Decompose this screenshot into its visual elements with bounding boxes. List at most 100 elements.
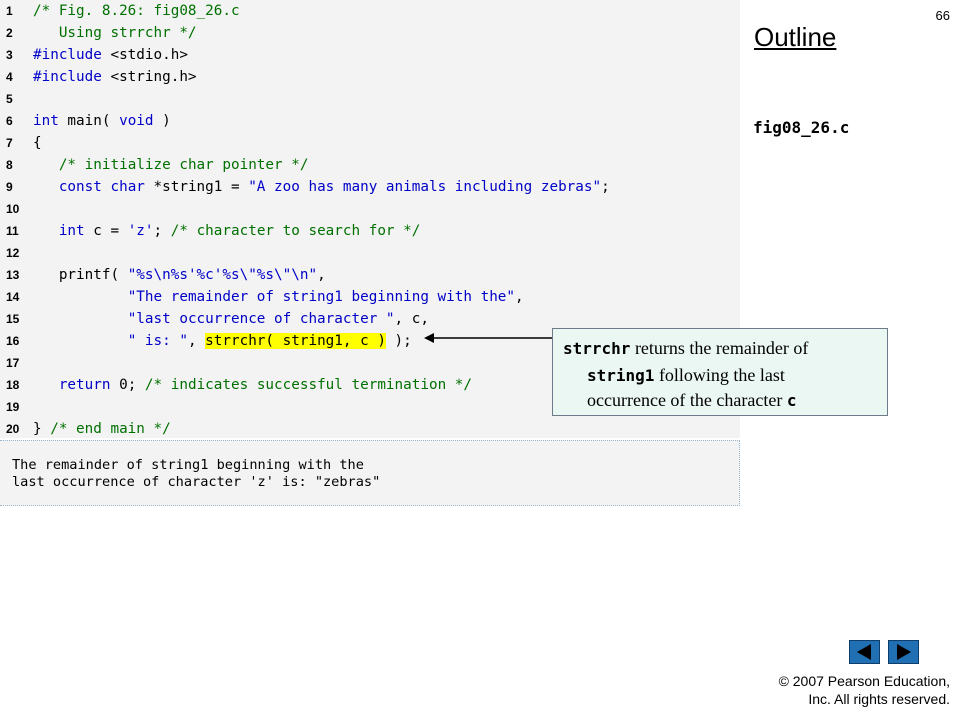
code-text: int main( void )	[33, 110, 171, 132]
previous-slide-button[interactable]	[849, 640, 880, 664]
callout-text-2: following the last	[654, 365, 785, 385]
code-token: printf(	[33, 267, 128, 283]
code-token: " is: "	[127, 333, 188, 349]
code-listing: 1 /* Fig. 8.26: fig08_26.c 2 Using strrchr…	[0, 0, 740, 438]
highlighted-call: strrchr( string1, c )	[205, 333, 386, 349]
line-number: 10	[6, 202, 20, 216]
code-token: <stdio.h>	[110, 47, 188, 63]
line-number: 20	[6, 422, 20, 436]
output-line-1: The remainder of string1 beginning with …	[12, 457, 364, 473]
code-line: 12	[0, 242, 740, 264]
line-number: 13	[6, 268, 20, 282]
code-text: printf( "%s\n%s'%c'%s\"%s\"\n",	[33, 264, 326, 286]
code-token: *string1 =	[144, 179, 249, 195]
code-text: #include <stdio.h>	[33, 44, 188, 66]
callout-text-3: occurrence of the character	[587, 390, 787, 410]
code-token: int	[33, 113, 59, 129]
callout-term-strrchr: strrchr	[563, 339, 631, 358]
slide-number: 66	[935, 8, 950, 23]
triangle-right-icon	[897, 644, 911, 660]
line-number: 14	[6, 290, 20, 304]
line-number: 1	[6, 4, 13, 18]
code-line: 20} /* end main */	[0, 418, 740, 440]
code-line: 17	[0, 352, 740, 374]
code-text: int c = 'z'; /* character to search for …	[33, 220, 421, 242]
code-line: 9 const char *string1 = "A zoo has many …	[0, 176, 740, 198]
code-token: return	[58, 377, 111, 393]
code-token: /* indicates successful termination */	[144, 377, 473, 393]
line-number: 8	[6, 158, 13, 172]
code-text: return 0; /* indicates successful termin…	[33, 374, 472, 396]
code-line: 1 /* Fig. 8.26: fig08_26.c	[0, 0, 740, 22]
code-line: 3 #include <stdio.h>	[0, 44, 740, 66]
program-output: The remainder of string1 beginning with …	[0, 440, 740, 506]
line-number: 18	[6, 378, 20, 392]
line-number: 17	[6, 356, 20, 370]
line-number: 6	[6, 114, 13, 128]
output-line-2: last occurrence of character 'z' is: "ze…	[12, 474, 381, 490]
line-number: 7	[6, 136, 13, 150]
code-token: 0;	[110, 377, 145, 393]
code-token: <string.h>	[110, 69, 197, 85]
next-slide-button[interactable]	[888, 640, 919, 664]
line-number: 9	[6, 180, 13, 194]
line-number: 5	[6, 92, 13, 106]
copyright-line-2: Inc. All rights reserved.	[808, 691, 950, 707]
callout-text-1: returns the remainder of	[630, 338, 809, 358]
code-text: /* Fig. 8.26: fig08_26.c	[33, 0, 240, 22]
line-number: 16	[6, 334, 20, 348]
code-line: 19	[0, 396, 740, 418]
line-number: 3	[6, 48, 13, 62]
code-text: Using strrchr */	[33, 22, 197, 44]
code-token: ,	[515, 289, 524, 305]
code-token: /* end main */	[50, 421, 171, 437]
code-token: Using strrchr */	[33, 25, 197, 41]
copyright-line-1: © 2007 Pearson Education,	[778, 673, 950, 689]
code-line: 4 #include <string.h>	[0, 66, 740, 88]
outline-title[interactable]: Outline	[754, 22, 837, 52]
code-line: 14 "The remainder of string1 beginning w…	[0, 286, 740, 308]
code-line: 18 return 0; /* indicates successful ter…	[0, 374, 740, 396]
code-token: /* Fig. 8.26: fig08_26.c	[33, 3, 240, 19]
line-number: 11	[6, 224, 19, 238]
code-token: 'z'	[127, 223, 154, 239]
code-token: , c,	[394, 311, 429, 327]
code-line: 16 " is: ", strrchr( string1, c ) );	[0, 330, 740, 352]
line-number: 2	[6, 26, 13, 40]
code-token: ,	[187, 333, 206, 349]
code-text: } /* end main */	[33, 418, 171, 440]
code-line: 2 Using strrchr */	[0, 22, 740, 44]
code-token: /* initialize char pointer */	[58, 157, 309, 173]
callout-term-string1: string1	[587, 366, 655, 385]
code-text: const char *string1 = "A zoo has many an…	[33, 176, 610, 198]
code-token: "%s\n%s'%c'%s\"%s\"\n"	[127, 267, 318, 283]
callout-term-c: c	[786, 391, 797, 410]
code-token: main(	[58, 113, 120, 129]
code-text: "The remainder of string1 beginning with…	[33, 286, 524, 308]
code-line: 7{	[0, 132, 740, 154]
code-text: #include <string.h>	[33, 66, 197, 88]
code-token: }	[33, 421, 51, 437]
code-token: ,	[317, 267, 326, 283]
code-token: const char	[58, 179, 145, 195]
code-token: ;	[601, 179, 610, 195]
code-token: c =	[84, 223, 128, 239]
code-text: " is: ", strrchr( string1, c ) );	[33, 330, 412, 352]
code-token: "last occurrence of character "	[127, 311, 395, 327]
code-token: int	[58, 223, 85, 239]
line-number: 12	[6, 246, 20, 260]
code-token: "The remainder of string1 beginning with…	[127, 289, 516, 305]
code-token: );	[385, 333, 412, 349]
code-token: #include	[33, 47, 111, 63]
code-token: "A zoo has many animals including zebras…	[248, 179, 602, 195]
line-number: 4	[6, 70, 13, 84]
line-number: 15	[6, 312, 20, 326]
code-line: 5	[0, 88, 740, 110]
triangle-left-icon	[857, 644, 871, 660]
code-text: /* initialize char pointer */	[33, 154, 309, 176]
code-line: 13 printf( "%s\n%s'%c'%s\"%s\"\n",	[0, 264, 740, 286]
code-line: 11 int c = 'z'; /* character to search f…	[0, 220, 740, 242]
code-text: {	[33, 132, 42, 154]
code-token: void	[119, 113, 154, 129]
